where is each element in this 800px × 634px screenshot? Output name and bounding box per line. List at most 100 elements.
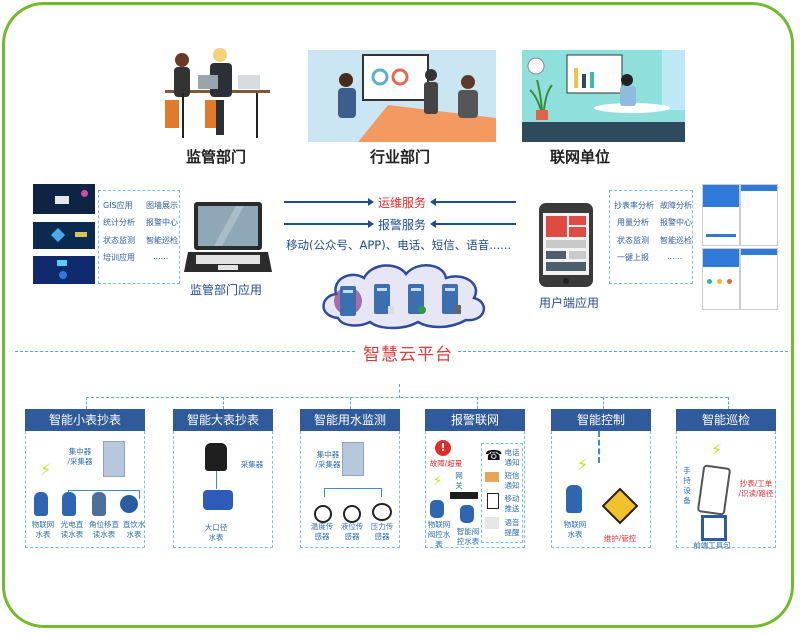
module-box-2 — [173, 431, 273, 548]
valve-meter-icon — [430, 500, 444, 518]
module-large-meter-reading[interactable]: 智能大表抄表 — [173, 409, 273, 431]
m4-notify-sms: 短信 通知 — [504, 471, 520, 490]
m1-item-iot-meter: 物联网 水表 — [31, 520, 55, 539]
module-box-3 — [300, 431, 400, 548]
gateway-icon — [450, 492, 478, 499]
wireless-signal-icon: ⚡ — [40, 460, 52, 479]
left-feature-gis[interactable]: GIS应用 — [103, 201, 133, 210]
m6-device-label: 手 持 设 备 — [683, 466, 691, 505]
module-smart-control[interactable]: 智能控制 — [551, 409, 651, 431]
stakeholder-industry-image — [308, 50, 496, 142]
right-feature-status-monitor[interactable]: 状态监测 — [617, 236, 649, 245]
wireless-signal-icon: ⚡ — [433, 474, 443, 489]
m4-alert-label: 故障/超量 — [429, 459, 463, 468]
water-meter-icon — [92, 492, 106, 516]
ops-arrow-left — [284, 201, 372, 203]
temperature-sensor-icon — [314, 505, 332, 523]
tree-trunk — [399, 384, 400, 398]
large-meter-icon — [203, 490, 233, 510]
module-alarm-network[interactable]: 报警联网 — [425, 409, 525, 431]
notification-channels: 移动(公众号、APP)、电话、短信、语音...... — [286, 238, 512, 252]
m4-notify-push: 移动 推送 — [504, 494, 520, 513]
m1-item-photoelectric-meter: 光电直 读水表 — [60, 520, 84, 539]
right-feature-smart-inspection[interactable]: 智能巡检 — [660, 236, 692, 245]
left-feature-wall-display[interactable]: 图墙展示 — [146, 201, 178, 210]
platform-divider-right — [458, 351, 788, 352]
module-box-6 — [676, 431, 776, 548]
speaker-icon — [485, 517, 499, 529]
concentrator-icon — [342, 442, 364, 476]
platform-title: 智慧云平台 — [363, 345, 453, 365]
app-screenshot-1 — [702, 184, 740, 246]
left-app-label: 监管部门应用 — [190, 283, 263, 297]
app-screenshot-4 — [740, 248, 778, 310]
right-app-label: 用户端应用 — [539, 296, 600, 310]
water-meter-icon — [34, 492, 48, 516]
tablet-icon — [539, 203, 593, 287]
platform-divider-left — [15, 351, 355, 352]
left-feature-training[interactable]: 培训应用 — [103, 253, 135, 262]
left-app-feature-box — [98, 190, 180, 284]
wireless-signal-icon: ⚡ — [577, 455, 589, 474]
left-feature-status-monitor[interactable]: 状态监测 — [103, 236, 135, 245]
stakeholder-network-unit-image — [522, 50, 685, 142]
module-small-meter-reading[interactable]: 智能小表抄表 — [25, 409, 145, 431]
m3-item-level: 液位传 感器 — [340, 522, 364, 541]
m6-tasks-label: 抄表/工单 /识读/路径 — [738, 479, 774, 498]
m1-hub-label: 集中器 /采集器 — [67, 447, 93, 466]
stakeholder-supervision-image — [160, 45, 270, 140]
right-feature-fault-analysis[interactable]: 故障分析 — [660, 201, 692, 210]
cloud-servers-icon — [318, 258, 490, 330]
dashboard-screenshot-2 — [33, 222, 95, 249]
m4-gateway-label: 网 关 — [455, 471, 463, 490]
m2-hub-label: 采集器 — [240, 460, 264, 469]
m4-item-iot-valve-meter: 物联网 阀控水 表 — [427, 520, 451, 549]
module-box-4 — [425, 431, 525, 548]
module-box-5 — [551, 431, 651, 548]
module-smart-inspection[interactable]: 智能巡检 — [676, 409, 776, 431]
dashboard-screenshot-3 — [33, 256, 95, 284]
app-screenshot-2 — [740, 184, 778, 246]
alarm-service-label: 报警服务 — [378, 218, 427, 232]
right-feature-one-click-report[interactable]: 一键上报 — [617, 253, 649, 262]
iot-meter-icon — [566, 485, 582, 513]
water-meter-icon — [120, 495, 138, 513]
dashboard-screenshot-1 — [33, 184, 95, 214]
arrow-head-right-1 — [368, 198, 374, 206]
branch-5 — [603, 397, 604, 409]
m2-connector — [216, 471, 217, 489]
branch-3 — [350, 397, 351, 409]
branch-2 — [223, 397, 224, 409]
pressure-sensor-icon — [372, 503, 392, 521]
right-feature-alarm-center[interactable]: 报警中心 — [660, 218, 692, 227]
left-feature-statistics[interactable]: 统计分析 — [103, 218, 135, 227]
branch-6 — [728, 397, 729, 409]
left-feature-alarm-center[interactable]: 报警中心 — [146, 218, 178, 227]
branch-4 — [477, 397, 478, 409]
module-water-monitoring[interactable]: 智能用水监测 — [300, 409, 400, 431]
right-feature-reading-rate[interactable]: 抄表率分析 — [614, 201, 654, 210]
right-feature-usage[interactable]: 用量分析 — [617, 218, 649, 227]
m5-inner-divider — [598, 431, 600, 463]
water-meter-icon — [62, 492, 76, 516]
left-feature-smart-inspection[interactable]: 智能巡检 — [146, 236, 178, 245]
arrow-head-right-2 — [368, 220, 374, 228]
stakeholder-label-network-unit: 联网单位 — [549, 148, 610, 166]
concentrator-icon — [103, 441, 125, 477]
alarm-arrow-right — [436, 223, 516, 225]
m3-connector — [324, 488, 382, 497]
module-box-1 — [25, 431, 145, 548]
m3-hub-label: 集中器 /采集器 — [315, 450, 341, 469]
right-app-feature-box — [609, 190, 693, 284]
m4-item-smart-valve-meter: 智能阀 控水表 — [456, 527, 480, 546]
m6-tool-label: 前端工具包 — [693, 541, 731, 550]
alarm-arrow-left — [284, 223, 372, 225]
level-sensor-icon — [343, 505, 361, 523]
m4-notify-phone: 电话 通知 — [504, 448, 520, 467]
wireless-signal-icon: ⚡ — [711, 440, 723, 459]
qr-code-icon — [701, 515, 727, 541]
stakeholder-label-industry: 行业部门 — [369, 148, 430, 166]
stakeholder-label-supervision: 监管部门 — [185, 148, 246, 166]
ops-arrow-right — [436, 201, 516, 203]
m2-item-large-meter: 大口径 水表 — [204, 523, 228, 542]
